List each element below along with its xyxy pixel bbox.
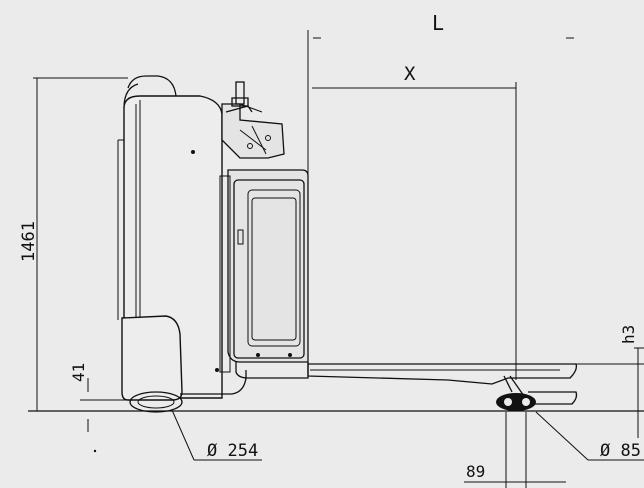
drive-wheel <box>129 391 183 413</box>
label-h3: h3 <box>619 325 638 344</box>
dimension-X: X <box>312 63 517 380</box>
dimension-load-wheel: Ø 85 <box>535 411 644 461</box>
label-X: X <box>404 63 416 85</box>
dimension-drive-wheel: Ø 254 <box>93 409 262 461</box>
load-wheel <box>496 375 536 411</box>
dimension-height: 1461 <box>19 77 128 411</box>
dimension-h3: h3 <box>619 325 644 438</box>
label-drive-wheel: Ø 254 <box>207 441 258 461</box>
label-89: 89 <box>466 462 485 481</box>
truck-body <box>117 75 309 401</box>
dimension-L: L <box>307 11 574 200</box>
fork <box>307 363 644 405</box>
dimension-89: 89 <box>464 412 566 488</box>
label-L: L <box>432 11 444 35</box>
label-height: 1461 <box>19 221 39 262</box>
label-load-wheel: Ø 85 <box>600 441 641 461</box>
label-clearance: 41 <box>69 363 88 382</box>
